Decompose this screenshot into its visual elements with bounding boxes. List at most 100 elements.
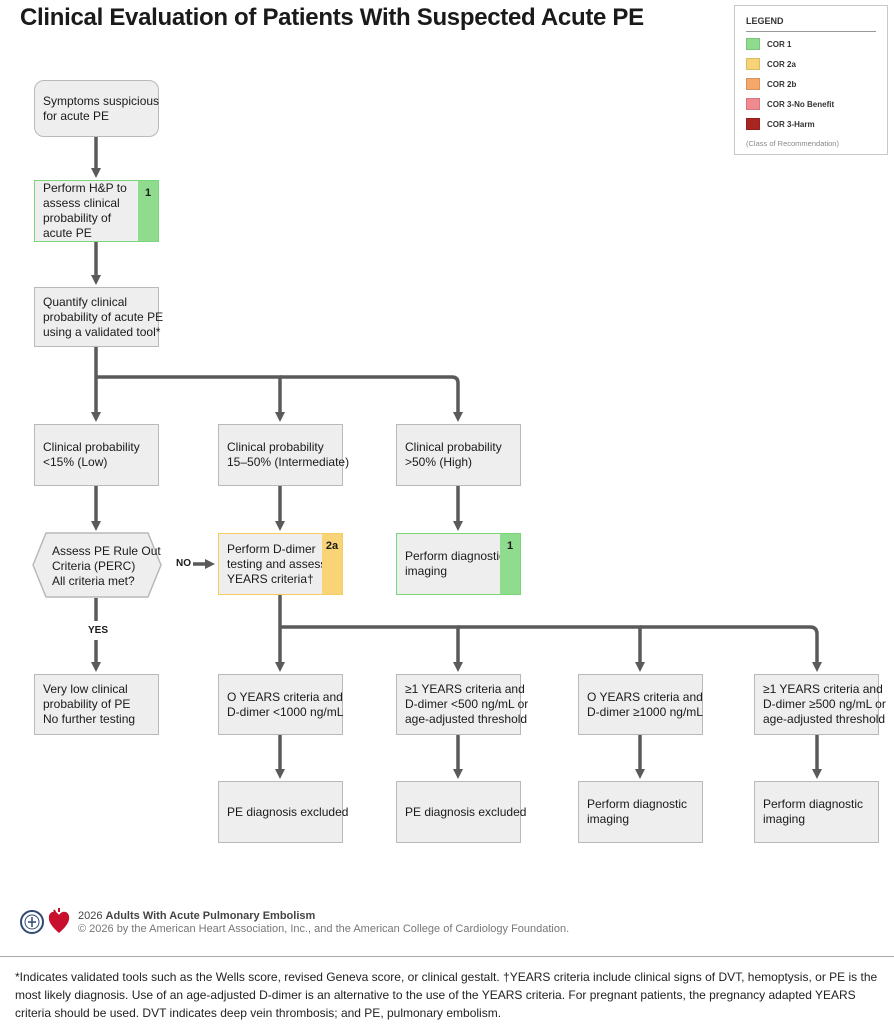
node-imaging-3: Perform diagnostic imaging bbox=[578, 781, 703, 843]
node-text: probability of PE bbox=[43, 697, 131, 711]
branch-to-intermediate bbox=[96, 375, 285, 422]
cor-badge: 2a bbox=[322, 534, 342, 594]
legend-label: COR 2b bbox=[767, 79, 797, 89]
legend-item-cor2b: COR 2b bbox=[746, 77, 796, 91]
node-y1-lt500: ≥1 YEARS criteria and D-dimer <500 ng/mL… bbox=[396, 674, 529, 735]
legend-item-cor3-no-benefit: COR 3-No Benefit bbox=[746, 97, 834, 111]
node-text: assess clinical bbox=[43, 196, 120, 210]
node-text: for acute PE bbox=[43, 108, 110, 123]
node-text: <15% (Low) bbox=[43, 455, 108, 469]
node-text: age-adjusted threshold bbox=[763, 712, 886, 726]
node-text: Very low clinical bbox=[43, 682, 128, 696]
legend-swatch bbox=[746, 58, 760, 70]
node-text: All criteria met? bbox=[52, 574, 135, 588]
page-title: Clinical Evaluation of Patients With Sus… bbox=[20, 4, 644, 31]
node-text: probability of acute PE bbox=[43, 309, 164, 324]
node-hp: Perform H&P to assess clinical probabili… bbox=[34, 180, 159, 242]
branch-to-y0-ge1000 bbox=[458, 625, 645, 672]
legend-note: (Class of Recommendation) bbox=[746, 139, 839, 148]
legend-label: COR 1 bbox=[767, 39, 792, 49]
aha-heart-logo bbox=[48, 908, 70, 933]
node-text: imaging bbox=[587, 812, 630, 826]
node-text: ≥1 YEARS criteria and bbox=[763, 682, 883, 696]
flow-connectors bbox=[91, 137, 822, 779]
node-text: Perform D-dimer bbox=[227, 541, 316, 556]
branch-to-y1-ge500 bbox=[640, 625, 822, 672]
node-text: age-adjusted threshold bbox=[405, 712, 528, 726]
branch-to-y1-lt500 bbox=[280, 625, 463, 672]
node-imaging-high: Perform diagnostic imaging 1 bbox=[396, 533, 521, 595]
legend-swatch bbox=[746, 38, 760, 50]
legend-label: COR 3-No Benefit bbox=[767, 99, 835, 109]
node-text: Clinical probability bbox=[405, 440, 502, 454]
node-text: Perform H&P to bbox=[43, 181, 127, 195]
node-perc-decision: Assess PE Rule Out Criteria (PERC) All c… bbox=[32, 532, 162, 598]
node-text: D-dimer <500 ng/mL or bbox=[405, 697, 529, 711]
node-text: probability of bbox=[43, 211, 112, 225]
node-intermediate: Clinical probability 15–50% (Intermediat… bbox=[218, 424, 350, 486]
node-text: Clinical probability bbox=[227, 440, 324, 454]
node-excluded-2: PE diagnosis excluded bbox=[396, 781, 527, 843]
node-text: YEARS criteria† bbox=[227, 571, 314, 586]
footer-title: 2026 Adults With Acute Pulmonary Embolis… bbox=[78, 910, 315, 922]
node-text: D-dimer ≥1000 ng/mL bbox=[587, 704, 703, 719]
footer-copyright: © 2026 by the American Heart Association… bbox=[78, 923, 570, 935]
node-text: PE diagnosis excluded bbox=[227, 804, 349, 819]
node-text: Criteria (PERC) bbox=[52, 559, 136, 573]
legend-label: COR 2a bbox=[767, 59, 796, 69]
node-y0-ge1000: O YEARS criteria and D-dimer ≥1000 ng/mL bbox=[578, 674, 703, 735]
node-text: Symptoms suspicious bbox=[43, 93, 160, 108]
cor-badge: 1 bbox=[138, 181, 158, 241]
edge-label-yes: YES bbox=[88, 625, 109, 636]
node-text: Perform diagnostic bbox=[587, 797, 688, 811]
node-high: Clinical probability >50% (High) bbox=[396, 424, 521, 486]
node-text: using a validated tool* bbox=[43, 324, 161, 339]
node-text: >50% (High) bbox=[405, 455, 473, 469]
node-low: Clinical probability <15% (Low) bbox=[34, 424, 159, 486]
node-text: Assess PE Rule Out bbox=[52, 544, 161, 558]
legend-divider bbox=[746, 31, 876, 32]
node-text: acute PE bbox=[43, 226, 92, 240]
legend-item-cor3-harm: COR 3-Harm bbox=[746, 117, 815, 131]
node-text: Perform diagnostic bbox=[763, 797, 864, 811]
node-quantify: Quantify clinical probability of acute P… bbox=[34, 287, 164, 347]
node-text: Perform diagnostic bbox=[405, 549, 506, 563]
decision-text: Assess PE Rule Out Criteria (PERC) All c… bbox=[52, 544, 161, 589]
edge-label-no: NO bbox=[176, 558, 191, 569]
node-text: D-dimer ≥500 ng/mL or bbox=[763, 697, 886, 711]
footnote: *Indicates validated tools such as the W… bbox=[15, 970, 878, 1020]
acc-seal-logo bbox=[20, 910, 44, 934]
node-very-low: Very low clinical probability of PE No f… bbox=[34, 674, 159, 735]
footnote-divider bbox=[0, 956, 894, 957]
node-text: ≥1 YEARS criteria and bbox=[405, 682, 525, 696]
node-text: Quantify clinical bbox=[43, 294, 128, 309]
footer-year: 2026 bbox=[78, 910, 103, 922]
node-imaging-4: Perform diagnostic imaging bbox=[754, 781, 879, 843]
cor-badge: 1 bbox=[500, 534, 520, 594]
node-text: testing and assess bbox=[227, 556, 327, 571]
legend-label: COR 3-Harm bbox=[767, 119, 815, 129]
footer-guideline-title: Adults With Acute Pulmonary Embolism bbox=[105, 910, 316, 922]
legend-swatch bbox=[746, 78, 760, 90]
node-symptoms: Symptoms suspicious for acute PE bbox=[34, 80, 159, 137]
legend-swatch bbox=[746, 118, 760, 130]
node-text: No further testing bbox=[43, 712, 136, 726]
node-y1-ge500: ≥1 YEARS criteria and D-dimer ≥500 ng/mL… bbox=[754, 674, 886, 735]
node-text: Clinical probability bbox=[43, 440, 140, 454]
branch-to-high bbox=[280, 375, 463, 422]
legend-title: LEGEND bbox=[746, 16, 784, 26]
node-text: D-dimer <1000 ng/mL bbox=[227, 704, 344, 719]
node-text: imaging bbox=[763, 812, 806, 826]
node-text: 15–50% (Intermediate) bbox=[227, 455, 350, 469]
node-text: imaging bbox=[405, 564, 448, 578]
node-text: PE diagnosis excluded bbox=[405, 804, 527, 819]
node-excluded-1: PE diagnosis excluded bbox=[218, 781, 349, 843]
legend: LEGEND COR 1 COR 2a COR 2b COR 3-No Bene… bbox=[734, 5, 888, 155]
node-ddimer: Perform D-dimer testing and assess YEARS… bbox=[218, 533, 343, 595]
legend-swatch bbox=[746, 98, 760, 110]
legend-item-cor1: COR 1 bbox=[746, 37, 791, 51]
decision-hexagon bbox=[32, 532, 162, 598]
legend-item-cor2a: COR 2a bbox=[746, 57, 796, 71]
node-text: O YEARS criteria and bbox=[587, 689, 703, 704]
node-text: O YEARS criteria and bbox=[227, 689, 343, 704]
